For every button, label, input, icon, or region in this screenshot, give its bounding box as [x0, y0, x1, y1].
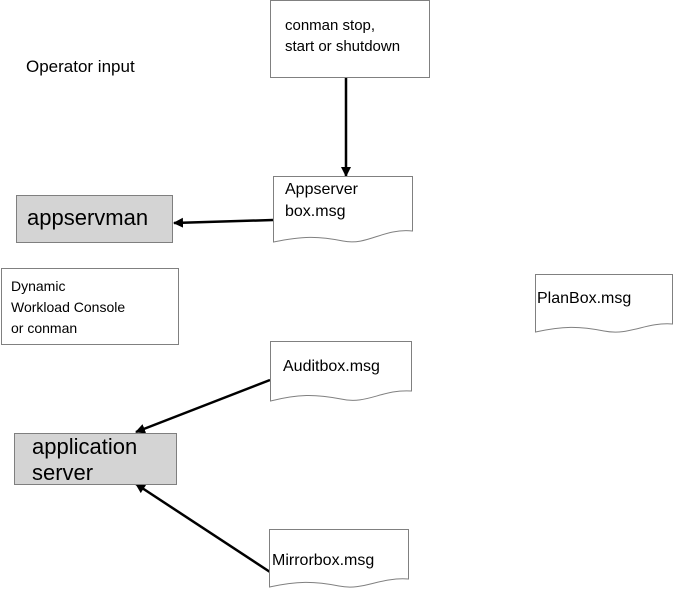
- auditbox-msg-label: Auditbox.msg: [283, 358, 380, 375]
- appservman-label: appservman: [27, 205, 149, 230]
- auditbox-msg-document: Auditbox.msg: [270, 341, 412, 405]
- commands-box-label: conman stop, start or shutdown: [285, 17, 401, 55]
- application-server-label: application server: [32, 434, 138, 485]
- mirrorbox-msg-label: Mirrorbox.msg: [272, 552, 375, 569]
- arrow-appserver-msg-to-appservman: [173, 217, 274, 228]
- document-shape: [535, 274, 673, 333]
- appserver-box-msg-label: Appserver box.msg: [285, 181, 358, 220]
- appserver-box-msg-document: Appserver box.msg: [273, 176, 413, 246]
- commands-box: conman stop, start or shutdown: [270, 0, 430, 78]
- document-shape: [270, 341, 412, 402]
- application-server-box: application server: [14, 433, 177, 485]
- dynamic-workload-console-label: Dynamic Workload Console or conman: [11, 278, 126, 336]
- planbox-msg-document: PlanBox.msg: [535, 274, 673, 336]
- mirrorbox-msg-document: Mirrorbox.msg: [269, 529, 409, 591]
- arrow-auditbox-to-application-server: [135, 378, 271, 434]
- planbox-msg-label: PlanBox.msg: [537, 290, 632, 307]
- document-shape: [273, 176, 413, 243]
- appservman-box: appservman: [16, 195, 173, 243]
- arrow-mirrorbox-to-application-server: [135, 482, 271, 574]
- dynamic-workload-console-box: Dynamic Workload Console or conman: [1, 268, 179, 345]
- document-shape: [269, 529, 409, 588]
- operator-input-label: Operator input: [26, 57, 135, 76]
